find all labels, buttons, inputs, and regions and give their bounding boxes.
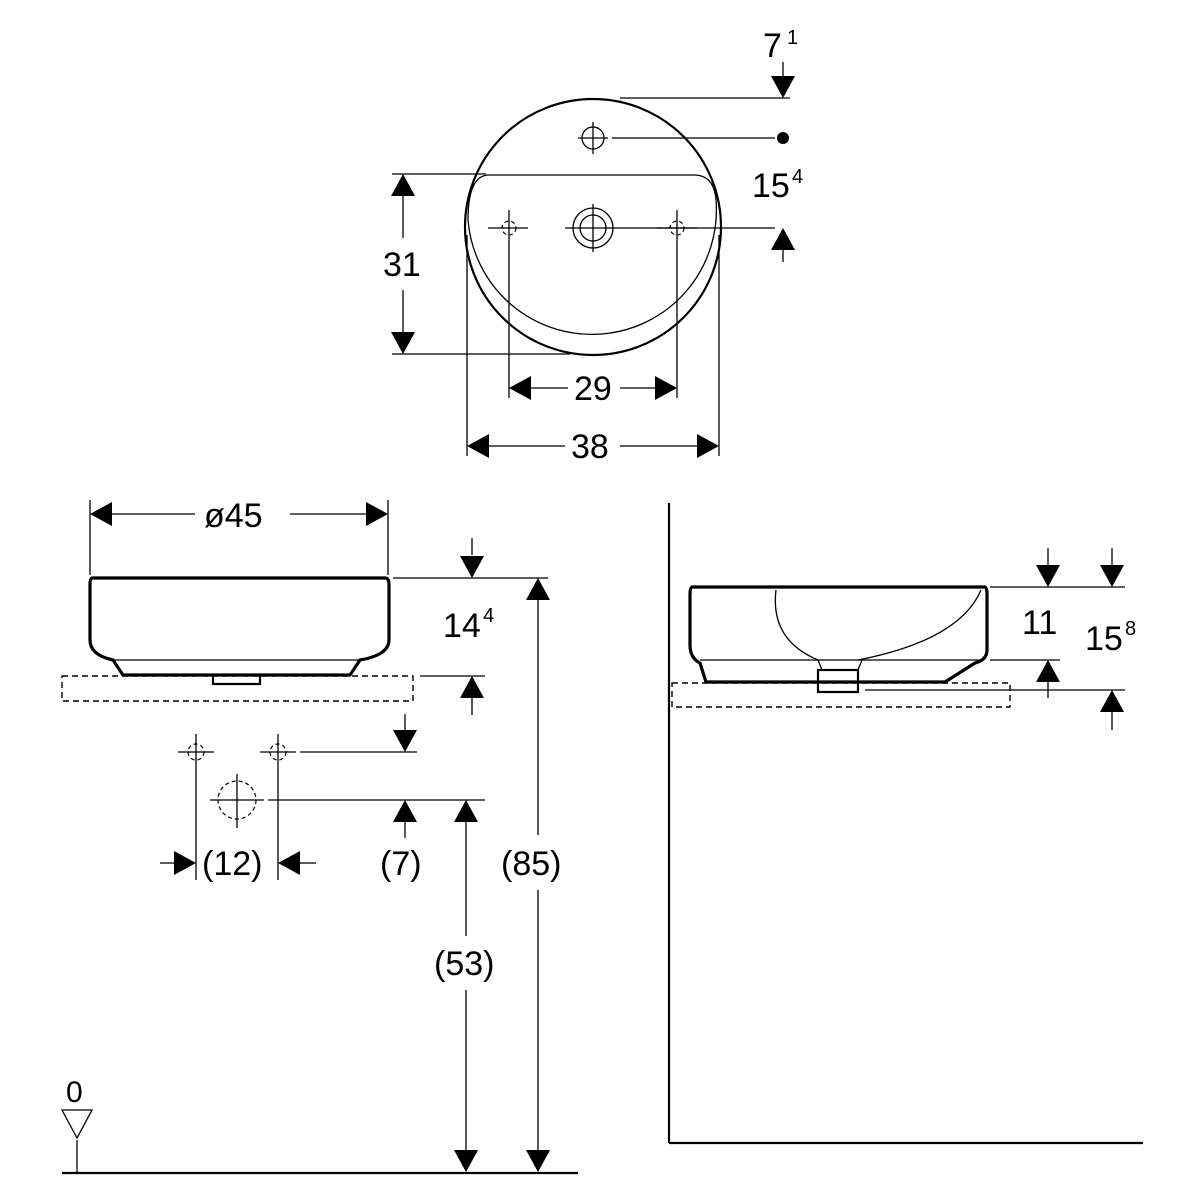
dim-bowl-depth-label: 11 <box>1022 604 1057 642</box>
dim-holes-label: 29 <box>574 370 612 408</box>
floor-level-label: 0 <box>66 1076 83 1109</box>
dim-overall-height-sup: 8 <box>1125 618 1136 640</box>
dim-width-label: 38 <box>571 428 609 466</box>
supply-left-symbol <box>178 734 214 770</box>
waste-stub-side <box>211 673 262 686</box>
dim-tap-waste-sup: 4 <box>792 166 803 188</box>
dim-supply-offset-label: (7) <box>380 845 422 883</box>
side-view: ø45 14 4 <box>60 497 578 1175</box>
waste-outlet-symbol <box>565 204 621 252</box>
dim-offset-label: 7 <box>763 27 782 65</box>
tap-hole-symbol <box>578 122 608 154</box>
countertop-side <box>61 675 414 702</box>
section-view: 11 15 8 <box>667 503 1143 1145</box>
basin-outline-section <box>688 585 989 684</box>
reference-dot <box>777 132 789 144</box>
dim-tap-waste-label: 15 <box>752 167 790 205</box>
dim-height-sup: 4 <box>483 605 494 627</box>
fixing-hole-left <box>488 210 528 246</box>
floor-level-marker <box>60 1109 94 1140</box>
basin-outline-top <box>463 97 723 357</box>
dim-diameter-label: ø45 <box>204 497 263 535</box>
dim-waste-height-label: (53) <box>434 945 494 983</box>
waste-connection-symbol <box>210 774 264 828</box>
dim-depth-label: 31 <box>383 246 421 284</box>
supply-right-symbol <box>260 734 296 770</box>
dim-overall-height-label: 15 <box>1085 620 1123 658</box>
top-view: 7 1 15 4 31 29 38 <box>383 27 803 466</box>
countertop-section <box>671 682 1011 708</box>
fixing-hole-right <box>657 210 697 246</box>
basin-outline-side <box>88 576 391 677</box>
waste-stub-section <box>816 668 860 694</box>
dim-supply-spacing-label: (12) <box>202 845 262 883</box>
bowl-inner-top <box>467 174 718 335</box>
dim-top-height-label: (85) <box>501 845 561 883</box>
dim-offset-sup: 1 <box>787 27 798 49</box>
dim-height-label: 14 <box>443 607 481 645</box>
